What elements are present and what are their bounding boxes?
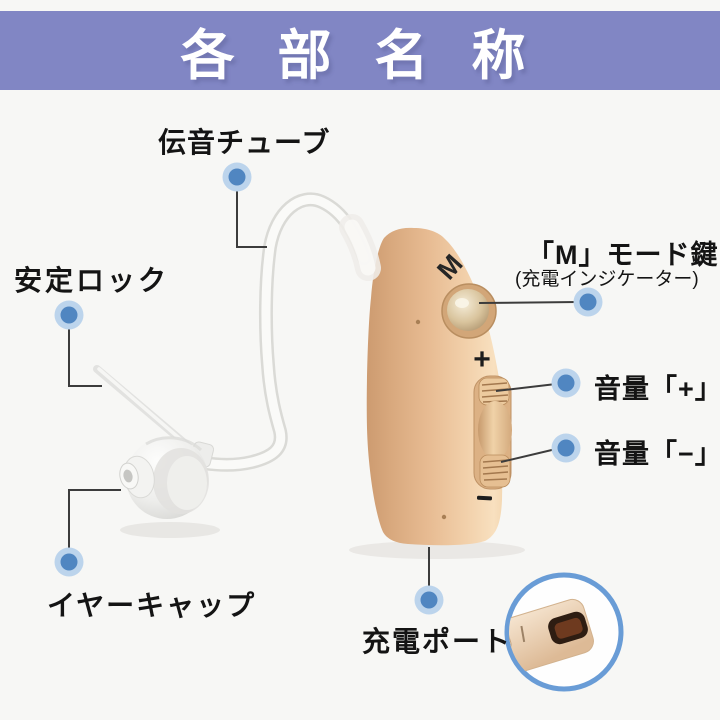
header-banner: 各 部 名 称 — [0, 11, 720, 90]
label-volume-plus: 音量「+」 — [594, 374, 720, 404]
mode-button — [441, 283, 497, 339]
callout-dot-sound-tube — [228, 168, 246, 186]
callout-line-volume-minus — [500, 448, 557, 463]
page-title: 各 部 名 称 — [180, 26, 540, 86]
stability-lock-rod — [93, 365, 192, 450]
ear-cap — [119, 436, 215, 519]
callout-dot-volume-plus — [557, 374, 575, 392]
callout-dot-stability-lock — [60, 306, 78, 324]
callout-dot-charge-port — [420, 591, 438, 609]
callout-line-sound-tube — [236, 187, 267, 248]
callout-line-volume-plus — [495, 383, 557, 392]
label-charge-port: 充電ポート — [362, 626, 513, 657]
label-sound-tube: 伝音チューブ — [158, 127, 331, 158]
charge-port-inset — [504, 572, 624, 692]
callout-dot-mode-key — [579, 293, 597, 311]
earcap-shadow — [120, 522, 220, 538]
sound-tube — [197, 192, 371, 472]
ear-hook — [339, 214, 381, 281]
callout-line-stability-lock — [68, 325, 102, 387]
label-ear-cap: イヤーキャップ — [47, 590, 257, 621]
label-volume-minus: 音量「−」 — [594, 439, 720, 469]
callout-dot-ear-cap — [60, 553, 78, 571]
body-shadow — [349, 541, 525, 559]
callout-dot-volume-minus — [557, 439, 575, 457]
minus-mark — [476, 495, 493, 501]
callout-line-ear-cap — [68, 489, 121, 552]
callout-line-mode-key — [478, 301, 579, 304]
mic-hole-bottom — [441, 514, 447, 520]
volume-rocker — [473, 375, 512, 490]
mic-hole-top — [415, 319, 421, 325]
label-stability-lock: 安定ロック — [14, 265, 170, 296]
plus-mark: + — [473, 343, 491, 376]
label-mode-key: 「M」モード鍵 — [527, 240, 719, 270]
label-mode-key-sub: (充電インジケーター) — [515, 269, 699, 290]
